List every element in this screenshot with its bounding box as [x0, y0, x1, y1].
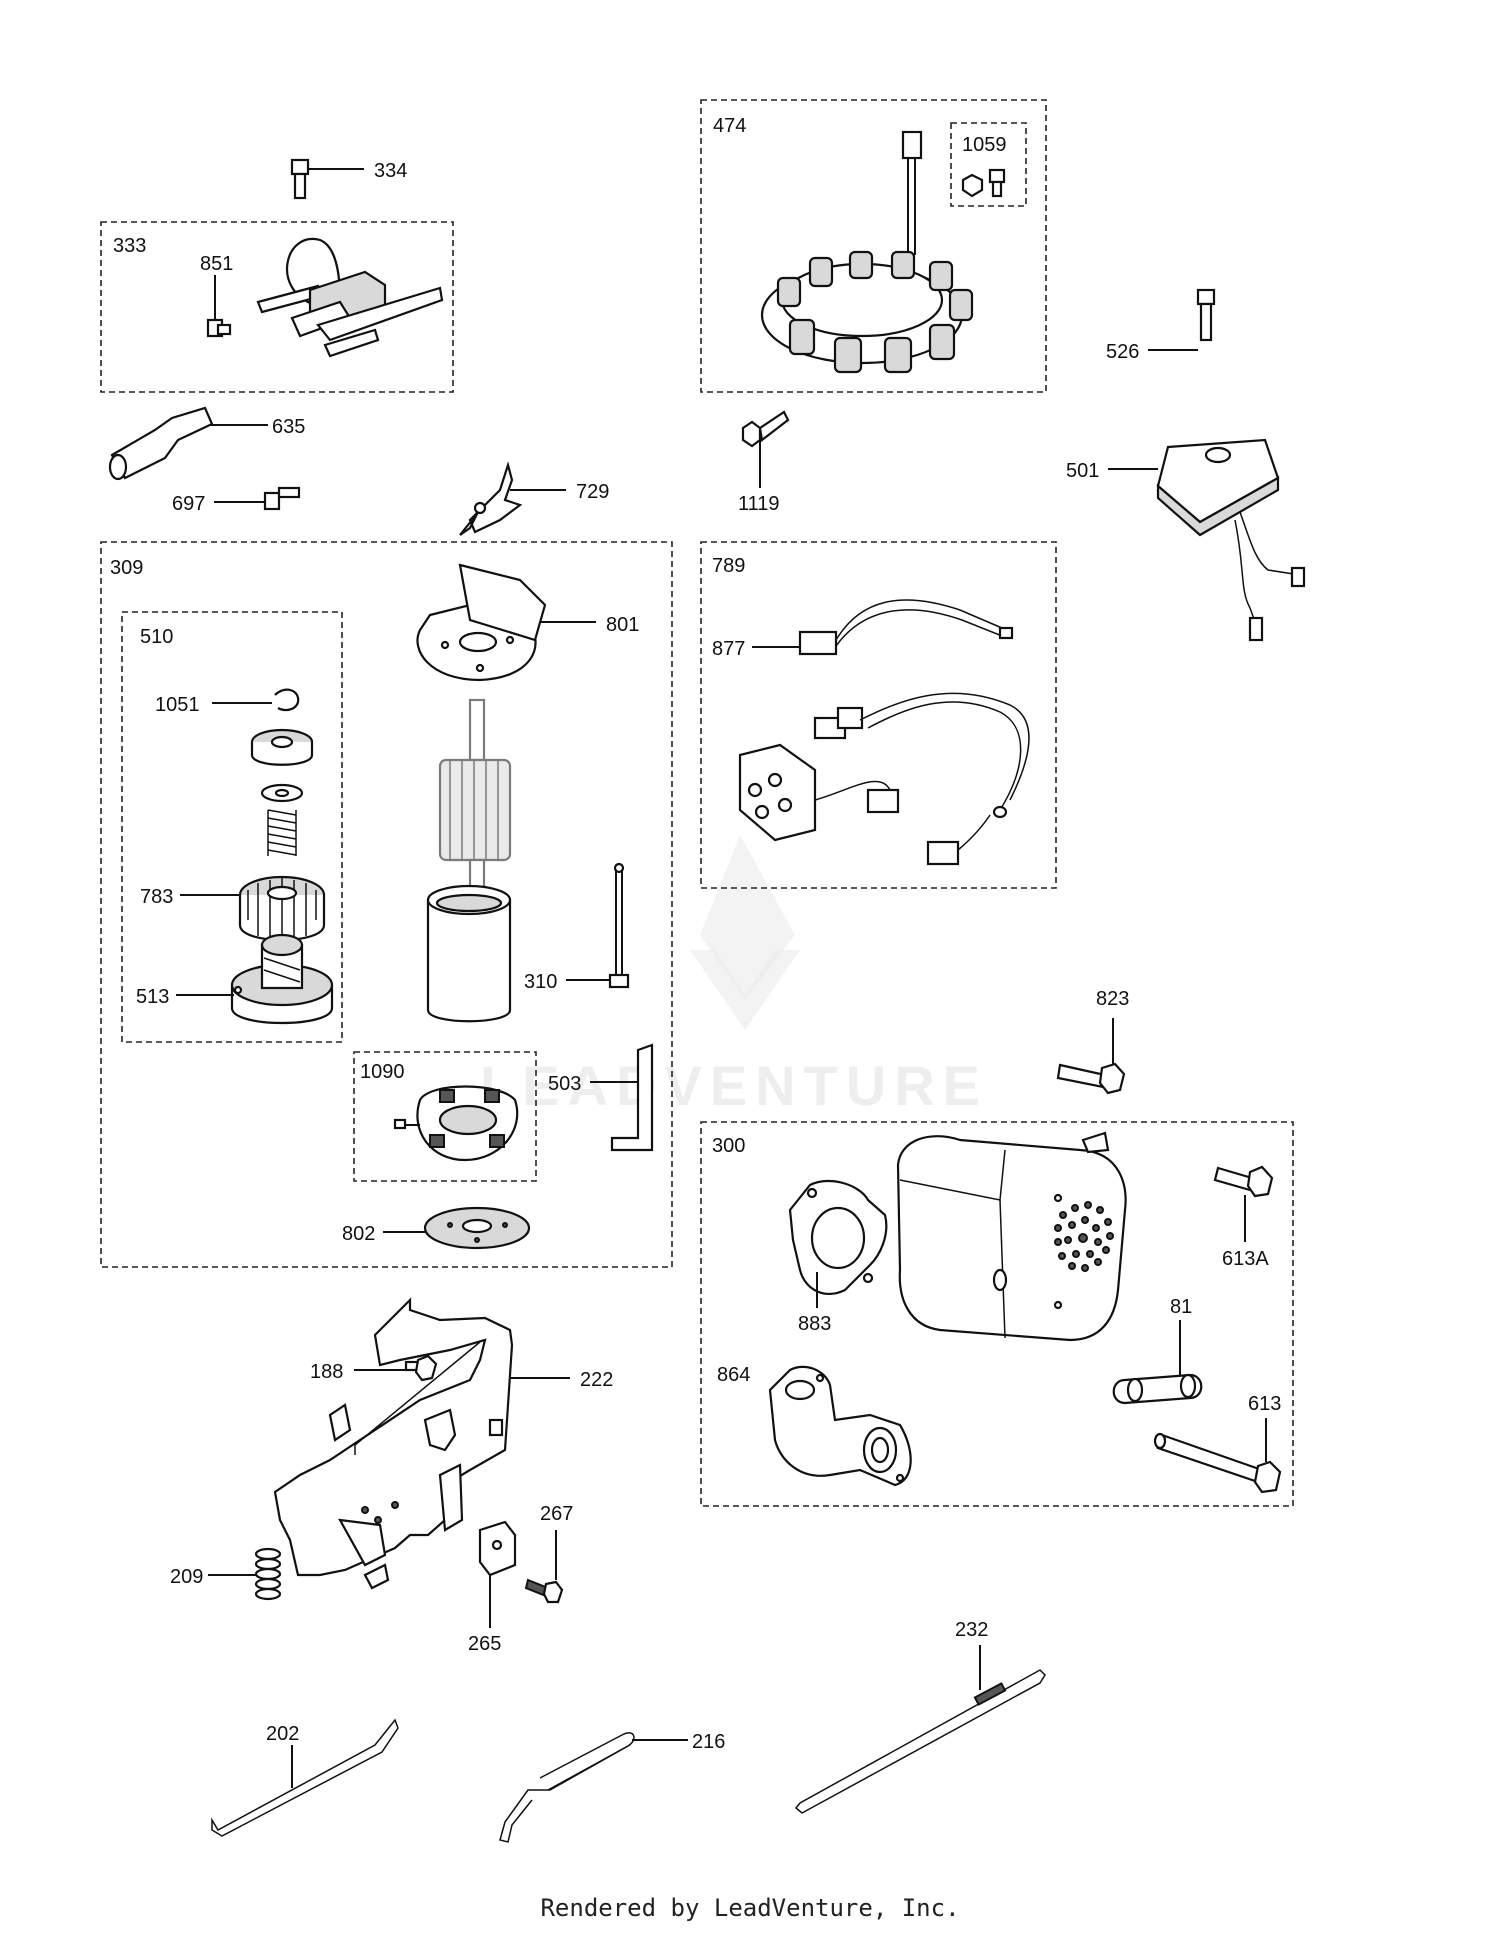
end-cap-801-icon[interactable]	[416, 563, 597, 682]
group-box-300	[700, 1121, 1294, 1507]
link-216-icon[interactable]	[499, 1732, 688, 1843]
group-box-1090	[353, 1051, 537, 1182]
group-label-333: 333	[113, 235, 146, 257]
label-823: 823	[1096, 988, 1129, 1010]
footer-credit: Rendered by LeadVenture, Inc.	[540, 1894, 960, 1922]
label-697: 697	[172, 493, 205, 515]
label-310: 310	[524, 971, 557, 993]
pinion-gear-783-icon[interactable]	[180, 875, 326, 942]
label-81: 81	[1170, 1296, 1192, 1318]
harness-877-icon[interactable]	[752, 599, 1014, 656]
washer-icon[interactable]	[260, 783, 304, 803]
bolt-613-icon[interactable]	[1153, 1418, 1282, 1494]
label-209: 209	[170, 1566, 203, 1588]
clamp-81-icon[interactable]	[1112, 1320, 1203, 1405]
label-216: 216	[692, 1731, 725, 1753]
label-883: 883	[798, 1313, 831, 1335]
through-bolt-310-icon[interactable]	[566, 862, 630, 989]
label-729: 729	[576, 481, 609, 503]
label-635: 635	[272, 416, 305, 438]
label-222: 222	[580, 1369, 613, 1391]
group-label-789: 789	[712, 555, 745, 577]
group-label-474: 474	[713, 115, 746, 137]
exhaust-pipe-864-icon[interactable]	[768, 1365, 912, 1487]
label-503: 503	[548, 1073, 581, 1095]
label-188: 188	[310, 1361, 343, 1383]
label-526: 526	[1106, 341, 1139, 363]
spring-209-icon[interactable]	[208, 1547, 282, 1601]
control-bracket-222-icon[interactable]	[273, 1297, 570, 1590]
label-513: 513	[136, 986, 169, 1008]
group-label-300: 300	[712, 1135, 745, 1157]
armature-icon[interactable]	[438, 698, 512, 892]
group-box-789	[700, 541, 1057, 889]
retainer-1051-icon[interactable]	[212, 688, 300, 712]
label-851: 851	[200, 253, 233, 275]
watermark-text: LEADVENTURE	[480, 1054, 988, 1117]
label-613: 613	[1248, 1393, 1281, 1415]
label-864: 864	[717, 1364, 750, 1386]
voltage-regulator-501-icon[interactable]	[1108, 438, 1306, 642]
group-box-1059	[950, 122, 1027, 207]
bolt-1119-icon[interactable]	[741, 410, 790, 488]
label-783: 783	[140, 886, 173, 908]
bolt-613A-icon[interactable]	[1213, 1165, 1274, 1242]
muffler-icon[interactable]	[896, 1131, 1127, 1342]
label-334: 334	[374, 160, 407, 182]
label-1119: 1119	[738, 493, 780, 515]
bolt-334-icon[interactable]	[290, 158, 364, 200]
label-802: 802	[342, 1223, 375, 1245]
link-202-icon[interactable]	[211, 1718, 399, 1837]
washer-802-icon[interactable]	[383, 1206, 531, 1250]
label-801: 801	[606, 614, 639, 636]
spark-plug-boot-635-icon[interactable]	[108, 406, 268, 481]
housing-icon[interactable]	[426, 884, 512, 1023]
screw-851-icon[interactable]	[206, 275, 232, 338]
group-label-1059: 1059	[962, 134, 1007, 156]
insulator-503-icon[interactable]	[590, 1043, 654, 1152]
group-box-333	[100, 221, 454, 393]
label-232: 232	[955, 1619, 988, 1641]
group-box-474	[700, 99, 1047, 393]
label-202: 202	[266, 1723, 299, 1745]
label-501: 501	[1066, 460, 1099, 482]
drive-assembly-513-icon[interactable]	[176, 933, 334, 1025]
bracket-729-icon[interactable]	[459, 461, 566, 536]
governor-spring-rod-232-icon[interactable]	[794, 1645, 1046, 1814]
spring-icon[interactable]	[267, 809, 297, 856]
connector-harness-icon[interactable]	[738, 692, 1030, 866]
gasket-883-icon[interactable]	[788, 1180, 888, 1308]
muffler-perforations	[1054, 1201, 1114, 1272]
group-box-309	[100, 541, 673, 1268]
label-265: 265	[468, 1633, 501, 1655]
ignition-coil-icon[interactable]	[256, 237, 444, 358]
bolt-526-icon[interactable]	[1148, 288, 1216, 351]
label-267: 267	[540, 1503, 573, 1525]
bracket-265-icon[interactable]	[478, 1520, 517, 1628]
label-1051: 1051	[155, 694, 200, 716]
group-label-510: 510	[140, 626, 173, 648]
screw-267-icon[interactable]	[524, 1530, 564, 1604]
group-box-510	[121, 611, 343, 1043]
group-label-1090: 1090	[360, 1061, 405, 1083]
stator-474-icon[interactable]	[760, 130, 974, 374]
bolt-823-icon[interactable]	[1056, 1018, 1126, 1095]
group-label-309: 309	[110, 557, 143, 579]
nut-and-screw-1059-icon[interactable]	[961, 168, 1006, 198]
stop-nut-icon[interactable]	[250, 728, 314, 766]
brush-holder-1090-icon[interactable]	[393, 1085, 519, 1162]
label-613A: 613A	[1222, 1248, 1269, 1270]
screw-697-icon[interactable]	[214, 486, 301, 511]
watermark-logo: LEADVENTURE	[480, 835, 988, 1117]
label-877: 877	[712, 638, 745, 660]
screw-188-icon[interactable]	[354, 1354, 438, 1382]
